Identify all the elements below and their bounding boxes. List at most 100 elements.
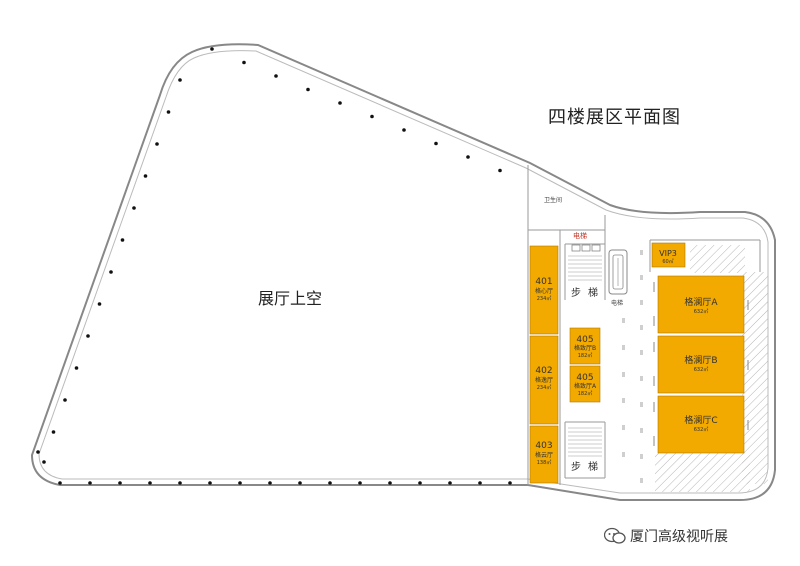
- hall-c[interactable]: 格澜厅C 632㎡: [657, 395, 745, 454]
- column-dot: [51, 430, 56, 434]
- room-405-b-name: 格致厅B: [574, 344, 596, 352]
- plan-title: 四楼展区平面图: [548, 107, 681, 128]
- column-dot: [274, 74, 278, 78]
- room-402-number: 402: [535, 366, 552, 376]
- corridor-post: [640, 402, 643, 407]
- column-dot: [148, 481, 152, 485]
- corridor-post: [640, 350, 643, 355]
- building-outline-inner: [38, 50, 769, 494]
- hall-a-name: 格澜厅A: [684, 296, 718, 308]
- column-dot: [418, 481, 422, 485]
- column-dot: [120, 238, 125, 242]
- elevator-shafts: [571, 244, 601, 252]
- column-dot: [178, 78, 182, 82]
- column-dot: [358, 481, 362, 485]
- hatch-right: [742, 272, 768, 484]
- atrium-label: 展厅上空: [258, 289, 322, 308]
- hall-c-name: 格澜厅C: [684, 414, 717, 426]
- hatch-bottom: [655, 452, 750, 492]
- room-405-a[interactable]: 405 格致厅A 182㎡: [569, 365, 601, 403]
- room-405-a-number: 405: [576, 373, 593, 383]
- column-dot: [143, 174, 148, 178]
- column-dot: [306, 87, 310, 92]
- watermark: 厦门高级视听展: [604, 524, 728, 548]
- stairs-top: 步 梯: [568, 255, 602, 299]
- corridor-post: [640, 478, 643, 483]
- room-401[interactable]: 401 格心厅 234㎡: [529, 245, 559, 335]
- column-dot: [370, 114, 374, 119]
- corridor-post: [640, 250, 643, 255]
- column-dot: [208, 481, 212, 485]
- core-walls: [527, 165, 761, 485]
- column-dot: [402, 128, 406, 132]
- stairs-top-char2: 梯: [588, 286, 598, 299]
- room-401-name: 格心厅: [535, 287, 553, 295]
- column-dot: [86, 334, 90, 338]
- column-dot: [328, 481, 332, 485]
- column-dot: [58, 481, 62, 485]
- column-dot: [478, 481, 482, 485]
- hall-b[interactable]: 格澜厅B 632㎡: [657, 335, 745, 394]
- stairs-top-char1: 步: [571, 287, 581, 299]
- room-403-area: 138㎡: [537, 459, 552, 466]
- stairs-bottom-char2: 梯: [588, 460, 598, 473]
- room-vip3-area: 60㎡: [662, 258, 673, 265]
- column-dot: [155, 142, 159, 146]
- room-405-a-area: 182㎡: [578, 390, 593, 397]
- column-dot: [466, 155, 470, 159]
- watermark-text: 厦门高级视听展: [630, 529, 728, 545]
- column-dot: [338, 101, 342, 105]
- escalator: [608, 249, 628, 295]
- room-402[interactable]: 402 格逸厅 234㎡: [529, 335, 559, 425]
- corridor-post: [640, 275, 643, 280]
- room-402-area: 234㎡: [537, 384, 552, 391]
- hall-a-area: 632㎡: [694, 308, 709, 315]
- room-vip3-number: VIP3: [659, 249, 677, 258]
- column-dot: [118, 481, 122, 485]
- room-402-name: 格逸厅: [535, 376, 553, 384]
- column-dot: [63, 398, 67, 402]
- column-dot: [132, 206, 136, 210]
- room-403[interactable]: 403 格云厅 138㎡: [529, 425, 559, 484]
- room-403-name: 格云厅: [535, 451, 553, 459]
- room-405-b-number: 405: [576, 335, 593, 345]
- chat-bubble-icon: [604, 527, 626, 544]
- room-405-b[interactable]: 405 格致厅B 182㎡: [569, 327, 601, 365]
- column-dot: [74, 366, 79, 370]
- stairs-bottom: 步 梯: [568, 427, 602, 473]
- column-dots: [36, 47, 512, 485]
- corridor-post: [622, 398, 625, 403]
- column-dot: [434, 141, 438, 146]
- room-vip3[interactable]: VIP3 60㎡: [651, 242, 686, 268]
- column-dot: [97, 302, 102, 306]
- corridor-post: [640, 428, 643, 433]
- column-dot: [42, 460, 46, 464]
- hall-c-area: 632㎡: [694, 426, 709, 433]
- column-dot: [268, 481, 272, 485]
- column-dot: [242, 60, 246, 65]
- corridor-post: [640, 376, 643, 381]
- room-401-number: 401: [535, 277, 552, 287]
- column-dot: [448, 481, 452, 485]
- elevator-label-side: 电梯: [611, 299, 623, 307]
- corridor-posts: [622, 250, 643, 483]
- hall-b-name: 格澜厅B: [684, 354, 717, 366]
- column-dot: [498, 168, 502, 173]
- column-dot: [178, 481, 182, 485]
- restroom-label: 卫生间: [544, 196, 562, 204]
- corridor-post: [640, 454, 643, 459]
- corridor-post: [622, 345, 625, 350]
- column-dot: [88, 481, 92, 485]
- stairs-bottom-char1: 步: [571, 461, 581, 473]
- hall-door-ticks: [653, 282, 749, 446]
- room-401-area: 234㎡: [537, 295, 552, 302]
- column-dot: [298, 481, 302, 485]
- elevator-label-top: 电梯: [573, 231, 587, 240]
- hall-a[interactable]: 格澜厅A 632㎡: [657, 275, 745, 334]
- building-outline: [30, 43, 776, 501]
- hatch-top: [690, 245, 745, 273]
- column-dot: [109, 270, 113, 274]
- room-405-b-area: 182㎡: [578, 352, 593, 359]
- room-403-number: 403: [535, 441, 552, 451]
- column-dot: [210, 47, 214, 51]
